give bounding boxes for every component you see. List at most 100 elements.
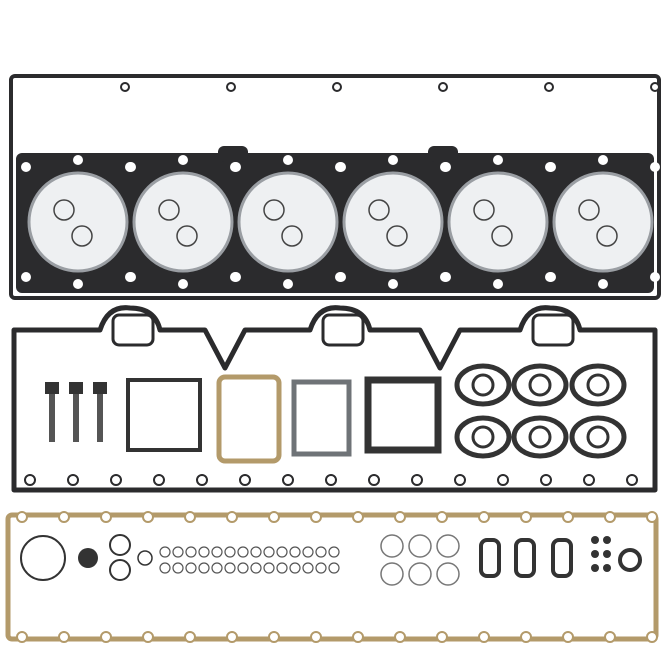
bolt-hole [226,511,238,523]
passage-hole [21,272,31,282]
passage-hole [231,272,241,282]
small-o-ring [263,562,275,574]
o-ring [109,534,131,556]
bolt-hole [438,82,448,92]
manifold-gasket [569,363,627,407]
bolt-hole [268,631,280,643]
passage-hole [441,162,451,172]
port-outline [321,313,365,347]
small-o-ring [211,546,223,558]
tab [218,146,248,162]
small-o-ring [250,562,262,574]
o-ring [281,225,303,247]
port-outline [531,313,575,347]
small-o-ring [224,562,236,574]
bolt-hole [153,474,165,486]
bolt-hole [394,511,406,523]
washer [436,562,460,586]
small-o-ring [198,562,210,574]
bolt-hole [604,511,616,523]
passage-hole [336,272,346,282]
small-o-ring [237,562,249,574]
port-outline [111,313,155,347]
small-o-ring [276,546,288,558]
manifold-gasket [511,363,569,407]
bolt-hole [478,511,490,523]
passage-hole [126,272,136,282]
small-o-ring [302,546,314,558]
small-o-ring [224,546,236,558]
small-o-ring [198,546,210,558]
passage-hole [546,272,556,282]
passage-hole [650,162,660,172]
bolt-hole [184,511,196,523]
bolt-hole [540,474,552,486]
passage-hole [283,155,293,165]
head-gasket [9,74,661,300]
cylinder-bore [342,171,444,273]
bolt-shaft [73,394,79,442]
small-seal [591,564,599,572]
turbo-gasket [551,538,573,578]
passage-hole [21,162,31,172]
small-seal [603,564,611,572]
bolt-head [69,382,83,394]
manifold-port [471,373,495,397]
manifold-port [586,373,610,397]
o-ring [109,559,131,581]
small-o-ring [211,562,223,574]
bolt-hole [497,474,509,486]
square-gasket [126,378,202,452]
bolt-hole [100,631,112,643]
passage-hole [178,279,188,289]
o-ring [176,225,198,247]
small-o-ring [315,546,327,558]
bolt-hole [394,631,406,643]
bolt-hole [520,511,532,523]
bolt-hole [226,82,236,92]
passage-hole [650,272,660,282]
manifold-port [586,425,610,449]
cylinder-bore [27,171,129,273]
manifold-port [528,425,552,449]
tab [428,146,458,162]
passage-hole [493,155,503,165]
bolt-hole [58,631,70,643]
oil-pan-gasket [5,511,659,643]
o-ring [473,199,495,221]
bolt-hole [16,631,28,643]
outer-frame [9,74,661,300]
passage-hole [336,162,346,172]
small-o-ring [302,562,314,574]
seal [78,548,98,568]
passage-hole [231,162,241,172]
passage-hole [283,279,293,289]
cylinder-bore [447,171,549,273]
o-ring [578,199,600,221]
passage-hole [73,155,83,165]
bolt-hole [520,631,532,643]
bolt-hole [368,474,380,486]
small-o-ring [185,562,197,574]
bolt-hole [544,82,554,92]
small-o-ring [289,546,301,558]
bolt-hole [436,631,448,643]
bolt-shaft [97,394,103,442]
valve-cover-outline [11,305,658,493]
passage-hole [388,279,398,289]
small-o-ring [315,562,327,574]
bolt-hole [100,511,112,523]
small-seal [591,536,599,544]
o-ring [596,225,618,247]
bolt-hole [352,631,364,643]
bolt-hole [646,511,658,523]
manifold-port [471,425,495,449]
bolt-hole [310,511,322,523]
bolt-hole [110,474,122,486]
bolt-head [93,382,107,394]
cylinder-bore [552,171,654,273]
bolt-hole [142,511,154,523]
bolt-hole [583,474,595,486]
passage-hole [546,162,556,172]
